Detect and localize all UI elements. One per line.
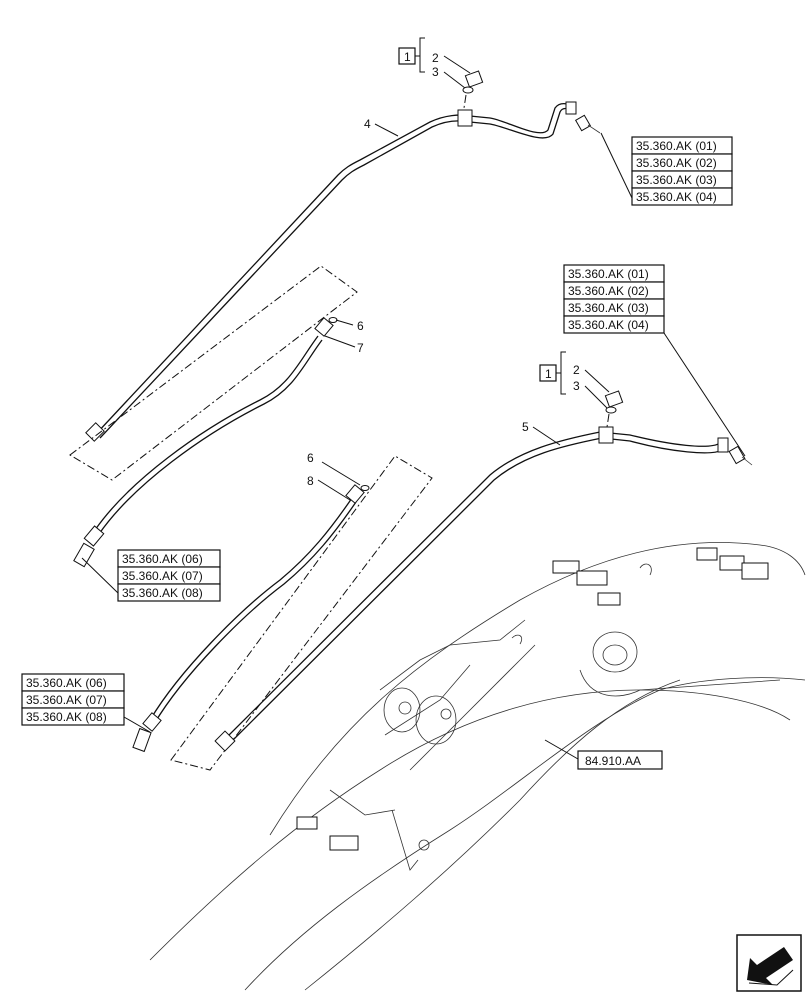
ref-table-top-right: 35.360.AK (01) 35.360.AK (02) 35.360.AK … xyxy=(631,136,733,206)
callout-4: 4 xyxy=(364,117,371,131)
ref-table-bottom-left: 35.360.AK (06) 35.360.AK (07) 35.360.AK … xyxy=(21,673,125,726)
callout-3-top: 3 xyxy=(432,65,439,79)
plug-item-2-top xyxy=(462,70,484,94)
callout-3-mid: 3 xyxy=(573,379,580,393)
ref-link-left-08[interactable]: 35.360.AK (08) xyxy=(122,586,203,600)
pipe-5 xyxy=(214,426,753,752)
ref-link-bottom-06[interactable]: 35.360.AK (06) xyxy=(26,676,107,690)
callout-box-1-mid xyxy=(539,364,557,382)
o-ring-item-6-a xyxy=(328,317,338,323)
ref-table-mid-left: 35.360.AK (06) 35.360.AK (07) 35.360.AK … xyxy=(117,549,221,602)
ref-link-mid-03[interactable]: 35.360.AK (03) xyxy=(568,301,649,315)
callout-top-group: 1 2 3 xyxy=(398,47,439,79)
group-outline-7 xyxy=(69,265,358,481)
o-ring-item-6-b xyxy=(360,485,370,491)
ref-link-left-07[interactable]: 35.360.AK (07) xyxy=(122,569,203,583)
ref-link-mid-01[interactable]: 35.360.AK (01) xyxy=(568,267,649,281)
callout-2-mid: 2 xyxy=(573,363,580,377)
ref-boom: 84.910.AA xyxy=(577,750,663,770)
callout-7: 7 xyxy=(357,341,364,355)
plug-item-2-mid xyxy=(604,390,624,414)
callout-5: 5 xyxy=(522,420,529,434)
ref-link-top-03[interactable]: 35.360.AK (03) xyxy=(636,173,717,187)
callout-6-b: 6 xyxy=(307,451,314,465)
callout-6-a: 6 xyxy=(357,319,364,333)
callout-1-mid: 1 xyxy=(545,367,552,381)
callout-8: 8 xyxy=(307,474,314,488)
ref-link-top-04[interactable]: 35.360.AK (04) xyxy=(636,190,717,204)
ref-table-mid-right: 35.360.AK (01) 35.360.AK (02) 35.360.AK … xyxy=(563,264,665,334)
ref-link-mid-04[interactable]: 35.360.AK (04) xyxy=(568,318,649,332)
leader-lines xyxy=(81,37,746,760)
callout-2-top: 2 xyxy=(432,51,439,65)
callout-box-1-top xyxy=(398,47,416,65)
group-outline-8 xyxy=(170,455,433,771)
pipe-4-end-fitting xyxy=(574,114,601,134)
ref-link-left-06[interactable]: 35.360.AK (06) xyxy=(122,552,203,566)
ref-link-bottom-08[interactable]: 35.360.AK (08) xyxy=(26,710,107,724)
callout-1-top: 1 xyxy=(404,50,411,64)
ref-link-top-02[interactable]: 35.360.AK (02) xyxy=(636,156,717,170)
boom-structure xyxy=(149,542,806,991)
previous-page-arrow-icon[interactable] xyxy=(736,934,802,992)
ref-link-top-01[interactable]: 35.360.AK (01) xyxy=(636,139,717,153)
ref-link-mid-02[interactable]: 35.360.AK (02) xyxy=(568,284,649,298)
pipe-4 xyxy=(85,101,577,442)
ref-link-boom[interactable]: 84.910.AA xyxy=(585,754,641,768)
ref-link-bottom-07[interactable]: 35.360.AK (07) xyxy=(26,693,107,707)
callout-mid-group: 1 2 3 xyxy=(539,363,580,393)
hose-8 xyxy=(132,484,365,753)
hose-7 xyxy=(73,317,334,568)
